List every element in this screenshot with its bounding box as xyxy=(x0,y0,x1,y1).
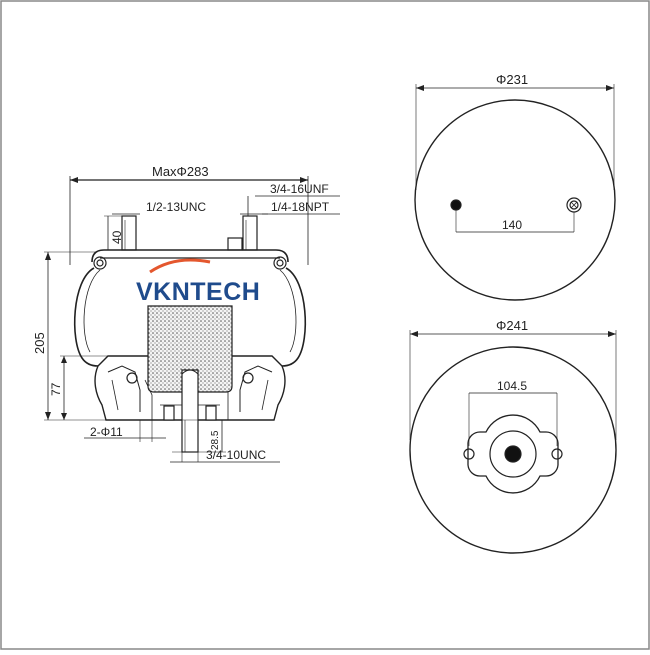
top-diameter-label: Φ231 xyxy=(496,72,528,87)
top-stud-hole xyxy=(450,199,462,211)
hole-spacing-label: 104.5 xyxy=(497,379,527,393)
mounting-flange xyxy=(467,414,559,494)
bottom-view-outline xyxy=(409,346,617,554)
bottom-view xyxy=(409,330,617,554)
brand-logo: VKNTECH xyxy=(136,278,260,306)
top-thread-right-lower-label: 1/4-18NPT xyxy=(271,200,330,214)
bumper xyxy=(147,305,233,393)
logo-swoosh xyxy=(149,258,211,274)
mount-hole-right xyxy=(551,448,563,460)
stud-height-label: 40 xyxy=(110,230,124,244)
bellows-right xyxy=(281,267,307,367)
overall-height-label: 205 xyxy=(32,332,47,354)
top-thread-left-label: 1/2-13UNC xyxy=(146,200,206,214)
bottom-thread-label: 3/4-10UNC xyxy=(206,448,266,462)
top-stud-right xyxy=(242,215,258,251)
bottom-diameter-label: Φ241 xyxy=(496,318,528,333)
mount-hole-left xyxy=(463,448,475,460)
center-stud-hole xyxy=(504,445,522,463)
stud-spacing-label: 140 xyxy=(502,218,522,232)
piston-height-label: 77 xyxy=(49,382,63,396)
side-view xyxy=(44,176,340,463)
top-thread-right-upper-label: 3/4-16UNF xyxy=(270,182,329,196)
top-view-outline xyxy=(414,99,616,301)
top-stud-left xyxy=(121,215,137,251)
bottom-holes-label: 2-Φ11 xyxy=(90,425,123,439)
bottom-stud xyxy=(181,369,199,453)
bellows-left xyxy=(73,267,99,367)
max-diameter-label: MaxΦ283 xyxy=(152,164,209,179)
top-view xyxy=(414,84,616,301)
bottom-stud-length-label: 28.5 xyxy=(210,430,221,450)
